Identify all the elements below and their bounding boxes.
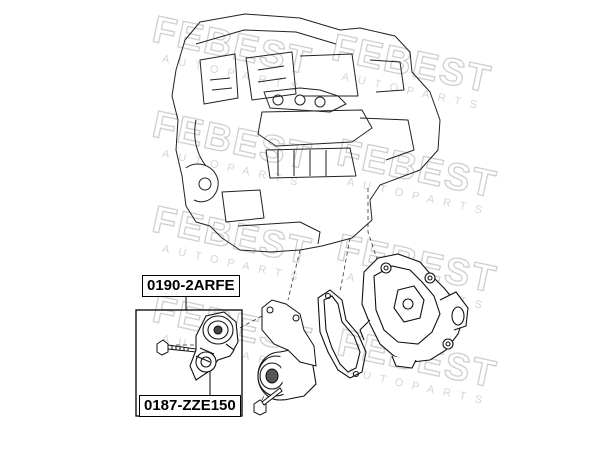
belt-tensioner: [189, 311, 239, 381]
part-number-label-tensioner-assembly[interactable]: 0190-2ARFE: [142, 275, 240, 297]
water-pump-gasket: [317, 289, 367, 379]
water-pump-pulley: [257, 347, 317, 401]
part-number-label-tensioner-pulley[interactable]: 0187-ZZE150: [139, 395, 241, 417]
pump-plate: [261, 299, 317, 367]
guide-lines: [176, 188, 379, 401]
pulley-bolt: [253, 387, 283, 416]
water-pump-housing: [359, 253, 469, 369]
engine-block: [171, 13, 441, 253]
